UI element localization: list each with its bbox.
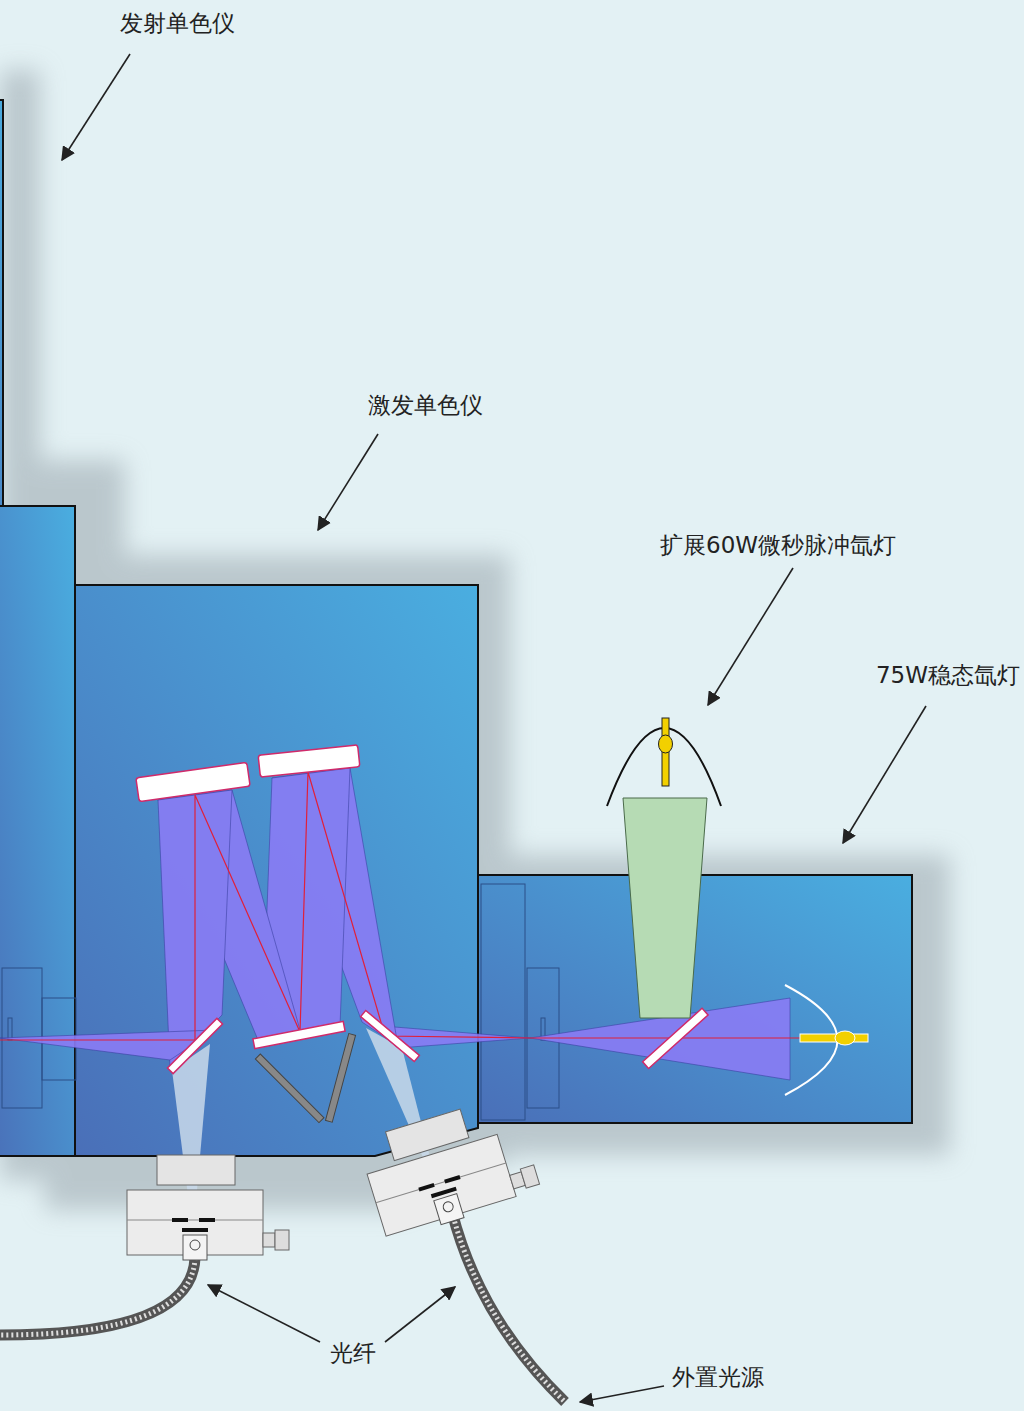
callout-label: 扩展60W微秒脉冲氙灯 xyxy=(660,532,896,560)
emission-monochromator xyxy=(0,100,3,520)
leader-arrow xyxy=(62,54,926,1402)
emission-monochromator xyxy=(0,506,75,1156)
steady-lamp-bulb xyxy=(800,1031,868,1045)
callout-label: 75W稳态氙灯 xyxy=(876,662,1020,690)
fiber-mount xyxy=(127,1155,289,1260)
mirror xyxy=(136,745,708,1074)
drop-shadow xyxy=(0,70,950,1210)
callout-label: 光纤 xyxy=(330,1340,376,1368)
light-beam xyxy=(0,768,790,1080)
excitation-monochromator xyxy=(75,585,478,1156)
callout-label: 发射单色仪 xyxy=(120,10,235,38)
pulse-lamp-beam xyxy=(623,798,707,1018)
callout-label: 激发单色仪 xyxy=(368,392,483,420)
baffle xyxy=(255,1033,355,1122)
callout-label: 外置光源 xyxy=(672,1364,764,1392)
beam-axis xyxy=(0,772,850,1040)
fiber-mount xyxy=(357,1093,543,1241)
housing-flange xyxy=(481,884,525,1120)
pulse-lamp-bulb xyxy=(659,718,673,786)
